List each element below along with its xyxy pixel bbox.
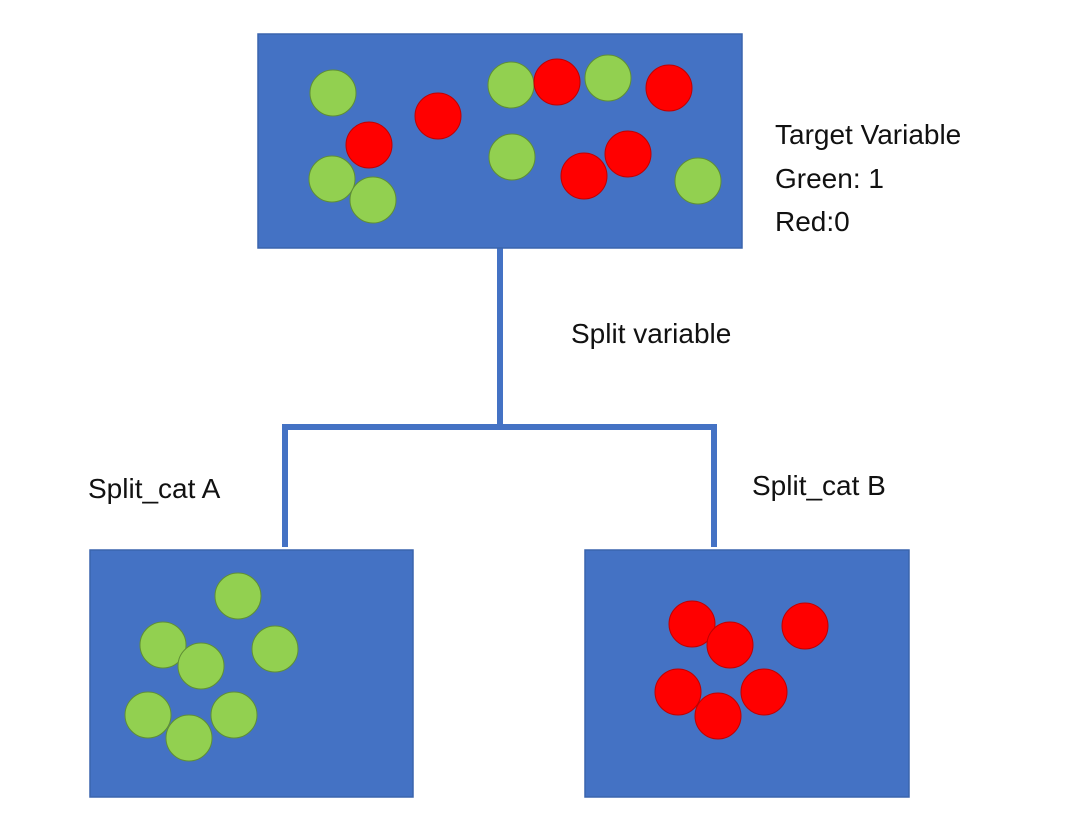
connectors [282,245,717,547]
red-ball [645,64,693,112]
red-ball [533,58,581,106]
green-ball [309,69,357,117]
split-variable-label: Split variable [571,318,732,349]
green-ball [177,642,225,690]
red-ball [560,152,608,200]
red-ball [781,602,829,650]
green-ball [210,691,258,739]
right-node-balls [654,600,829,740]
green-ball [124,691,172,739]
legend-red: Red:0 [775,206,850,237]
red-ball [694,692,742,740]
red-ball [740,668,788,716]
green-ball [251,625,299,673]
root-node-balls [308,54,722,224]
red-ball [604,130,652,178]
green-ball [488,133,536,181]
red-ball [345,121,393,169]
legend-title: Target Variable [775,119,962,150]
legend-green: Green: 1 [775,163,884,194]
red-ball [668,600,716,648]
red-ball [654,668,702,716]
green-ball [349,176,397,224]
green-ball [214,572,262,620]
red-ball [706,621,754,669]
green-ball [165,714,213,762]
green-ball [674,157,722,205]
red-ball [414,92,462,140]
right-branch-label: Split_cat B [752,470,886,501]
right-node-box [584,549,910,798]
green-ball [487,61,535,109]
left-branch-label: Split_cat A [88,473,221,504]
green-ball [139,621,187,669]
green-ball [308,155,356,203]
green-ball [584,54,632,102]
left-node-balls [124,572,299,762]
